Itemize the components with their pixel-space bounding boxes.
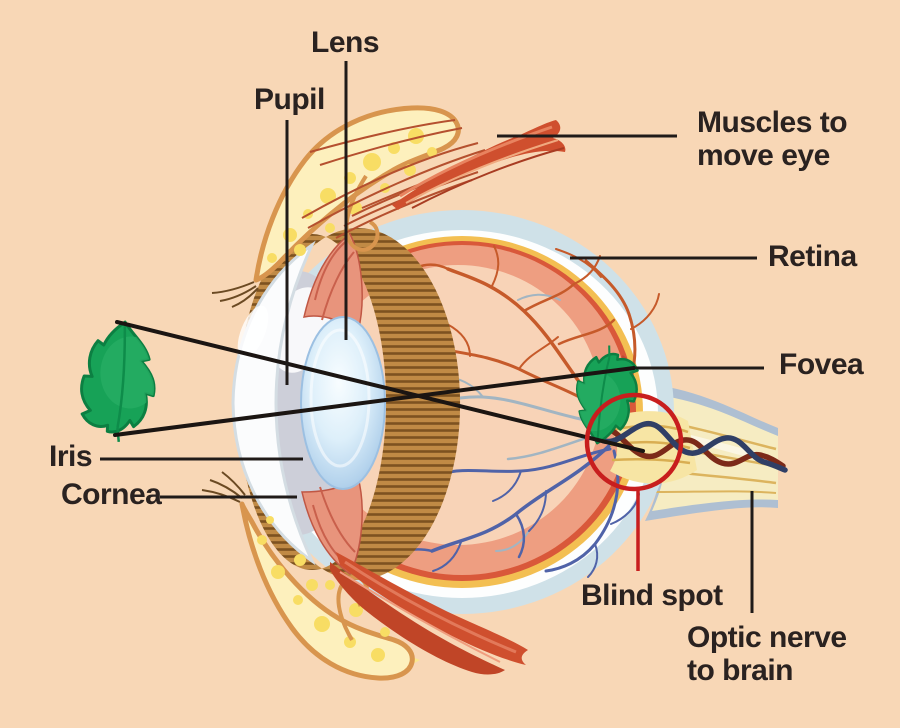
pupil-label: Pupil [254,83,325,116]
upper-eye-muscle [301,119,566,239]
lens-label: Lens [311,26,380,59]
leader-lines [100,61,764,613]
retina-label: Retina [768,240,857,273]
muscles-label: Muscles to move eye [697,106,848,172]
ciliary-body [238,228,461,580]
iris-label: Iris [49,440,93,473]
anterior-segment [231,232,386,576]
retinal-image-leaf [569,345,642,449]
cornea-label: Cornea [61,478,162,511]
blind-spot-circle [584,392,684,492]
lower-eyelid [201,471,420,681]
blind-spot-label: Blind spot [581,579,723,612]
lower-eye-muscle [330,552,528,675]
light-rays [113,320,645,453]
optic-nerve-label: Optic nerve to brain [687,621,847,687]
upper-eyelashes [211,281,259,308]
fovea-label: Fovea [779,348,864,381]
